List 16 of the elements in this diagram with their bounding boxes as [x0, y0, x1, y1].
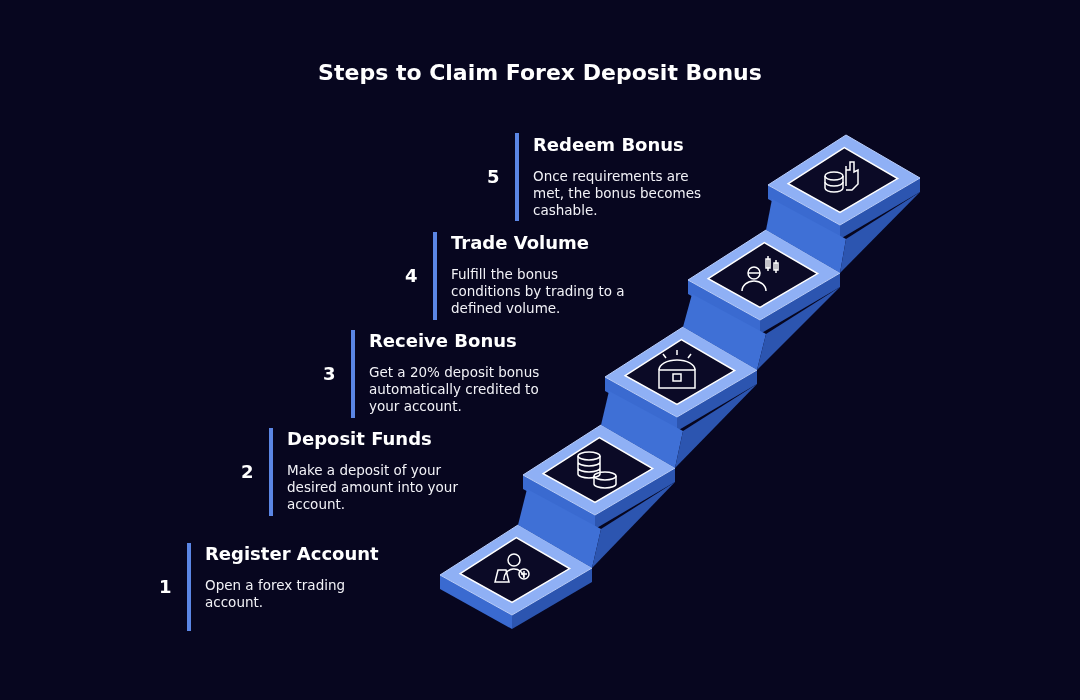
step-description: Once requirements are met, the bonus becomes cashable. [533, 168, 703, 219]
diagram-title: Steps to Claim Forex Deposit Bonus [317, 60, 763, 85]
step-number: 1 [159, 576, 172, 597]
step-heading: Register Account [205, 543, 379, 564]
step-heading: Redeem Bonus [533, 134, 684, 155]
step-heading: Receive Bonus [369, 330, 517, 351]
step-description: Make a deposit of your desired amount into your account. [287, 462, 459, 513]
step-description: Fulfill the bonus conditions by trading to a defined volume. [451, 266, 626, 317]
step-number: 3 [323, 363, 336, 384]
step-heading: Deposit Funds [287, 428, 432, 449]
step-number: 5 [487, 166, 500, 187]
step-description: Get a 20% deposit bonus automatically credited to your account. [369, 364, 541, 415]
step-number: 2 [241, 461, 254, 482]
step-number: 4 [405, 265, 418, 286]
step-heading: Trade Volume [451, 232, 589, 253]
step-description: Open a forex trading account. [205, 577, 347, 611]
